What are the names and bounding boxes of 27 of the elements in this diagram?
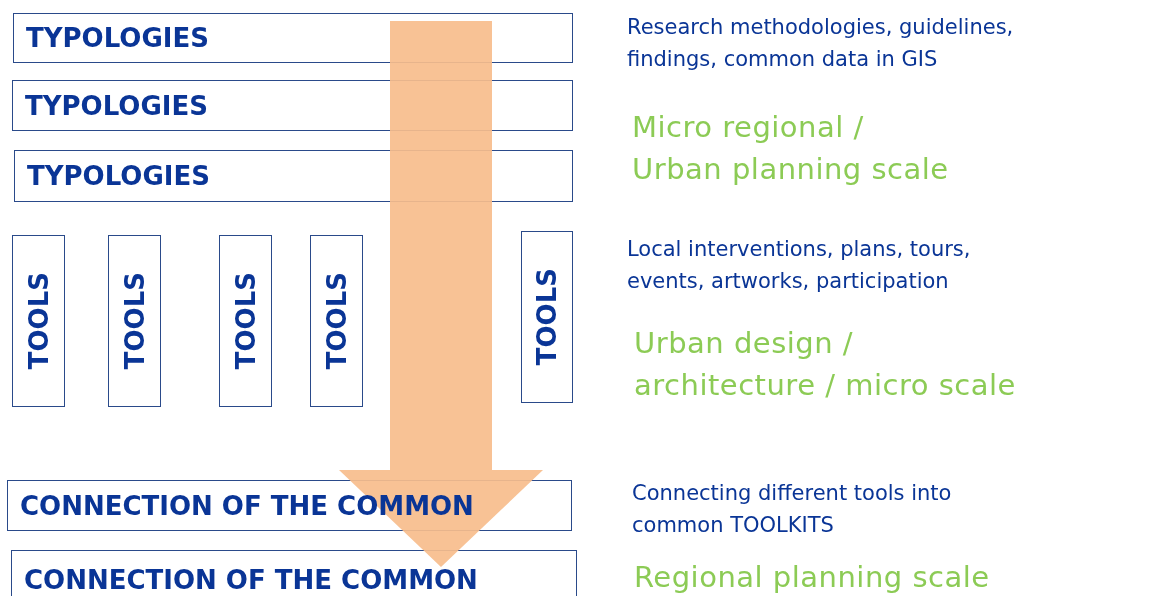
scale-label: Micro regional / Urban planning scale <box>632 109 950 189</box>
scale-label: Urban design / architecture / micro scale <box>634 325 1017 405</box>
box-label: TOOLS <box>532 268 562 366</box>
box-label: CONNECTION OF THE COMMON <box>24 565 478 595</box>
tool-box <box>521 231 573 403</box>
layer-box <box>11 550 577 596</box>
layer-box <box>7 480 572 531</box>
description-text: Local interventions, plans, tours, events, artworks, participation <box>627 236 972 295</box>
box-label: TYPOLOGIES <box>25 90 208 121</box>
box-label: CONNECTION OF THE COMMON <box>20 490 474 521</box>
box-label: TYPOLOGIES <box>26 23 209 53</box>
tool-box <box>12 235 65 407</box>
tool-box <box>108 235 161 407</box>
box-label: TOOLS <box>23 272 54 370</box>
box-label: TYPOLOGIES <box>27 161 210 191</box>
layer-box <box>12 80 573 131</box>
box-label: TOOLS <box>230 272 261 370</box>
scale-label: Regional planning scale <box>634 559 991 596</box>
layer-box <box>14 150 573 202</box>
tool-box <box>219 235 272 407</box>
description-text: Connecting different tools into common TOOLKITS <box>632 480 953 539</box>
layer-box <box>13 13 573 63</box>
block-arrow <box>339 21 543 567</box>
box-label: TOOLS <box>119 272 150 370</box>
description-text: Research methodologies, guidelines, findings, common data in GIS <box>627 14 1015 73</box>
box-label: TOOLS <box>321 272 352 370</box>
tool-box <box>310 235 363 407</box>
